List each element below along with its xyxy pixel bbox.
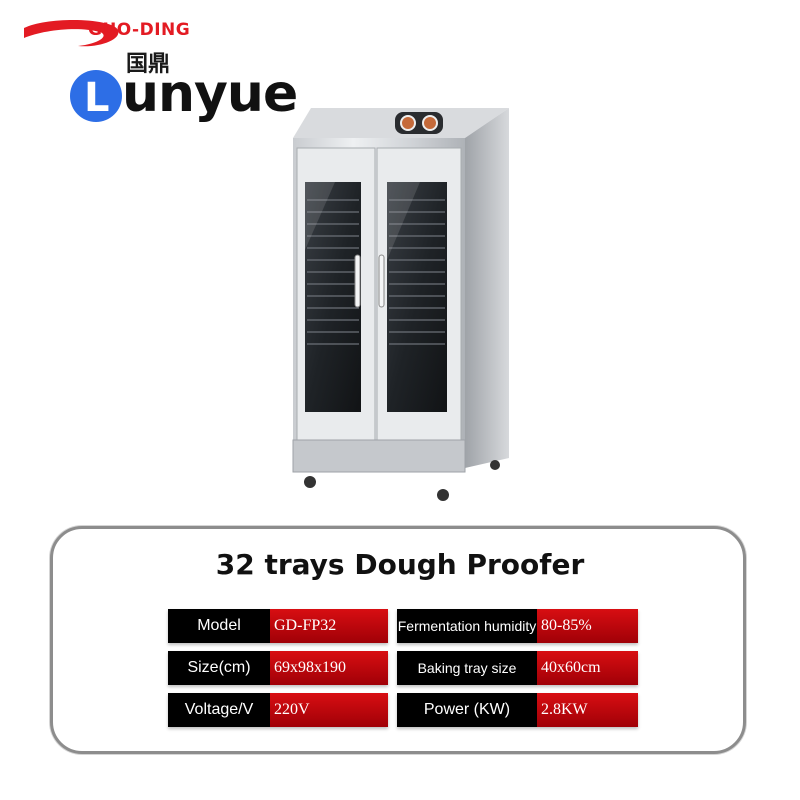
- brand-logo: L GUO-DING 国鼎 unyue: [18, 8, 298, 133]
- spec-row-tray-size: Baking tray size 40x60cm: [397, 651, 638, 685]
- spec-row-model: Model GD-FP32: [168, 609, 388, 643]
- logo-graphic: L: [24, 19, 122, 122]
- spec-value: 220V: [270, 693, 388, 727]
- product-title: 32 trays Dough Proofer: [215, 548, 585, 581]
- brand-main-text: unyue: [122, 64, 298, 124]
- spec-value: 69x98x190: [270, 651, 388, 685]
- spec-label: Model: [168, 609, 270, 643]
- spec-row-humidity: Fermentation humidity 80-85%: [397, 609, 638, 643]
- spec-label: Baking tray size: [397, 651, 537, 685]
- brand-chinese-text: 国鼎: [126, 52, 171, 77]
- dough-proofer-image: [275, 90, 535, 510]
- spec-value: 2.8KW: [537, 693, 638, 727]
- brand-top-text: GUO-DING: [88, 20, 191, 40]
- spec-label: Power (KW): [397, 693, 537, 727]
- spec-row-power: Power (KW) 2.8KW: [397, 693, 638, 727]
- spec-value: GD-FP32: [270, 609, 388, 643]
- spec-label: Voltage/V: [168, 693, 270, 727]
- spec-label: Fermentation humidity: [397, 609, 537, 643]
- spec-value: 80-85%: [537, 609, 638, 643]
- spec-row-voltage: Voltage/V 220V: [168, 693, 388, 727]
- spec-row-size: Size(cm) 69x98x190: [168, 651, 388, 685]
- spec-value: 40x60cm: [537, 651, 638, 685]
- badge-letter: L: [84, 75, 110, 121]
- spec-label: Size(cm): [168, 651, 270, 685]
